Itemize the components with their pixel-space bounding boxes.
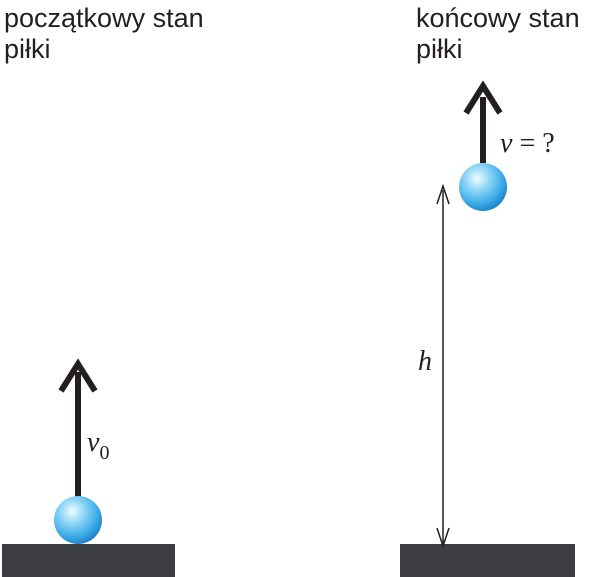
final-velocity-arrow-head: [463, 80, 503, 115]
left-ground: [2, 544, 175, 577]
initial-ball: [54, 496, 102, 544]
initial-state-title-line1: początkowy stan: [4, 3, 204, 33]
height-arrow-bottom: [436, 527, 450, 549]
initial-state-title-line2: piłki: [4, 34, 51, 64]
initial-velocity-symbol: v: [87, 427, 100, 458]
initial-velocity-label: v0: [87, 427, 109, 464]
final-velocity-equals: = ?: [512, 128, 554, 159]
final-velocity-label: v = ?: [500, 128, 555, 159]
initial-velocity-subscript: 0: [99, 442, 109, 464]
right-ground: [400, 544, 575, 577]
initial-state-label: początkowy stan piłki: [4, 3, 204, 65]
final-ball: [459, 163, 507, 211]
final-state-label: końcowy stan piłki: [416, 3, 580, 65]
height-label: h: [418, 346, 432, 377]
height-arrow-top: [436, 183, 450, 205]
final-velocity-symbol: v: [500, 128, 513, 159]
final-state-title-line2: piłki: [416, 34, 463, 64]
initial-velocity-arrow-head: [58, 358, 98, 393]
final-state-title-line1: końcowy stan: [416, 3, 580, 33]
